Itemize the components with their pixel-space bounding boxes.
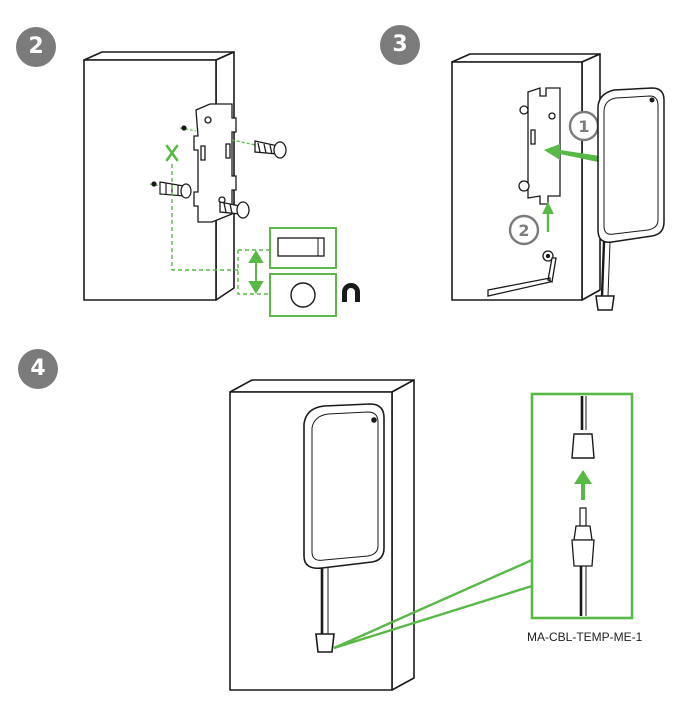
- step4-detail-box: [530, 392, 634, 620]
- step3-arrow-1: [544, 144, 600, 162]
- up-arrow-icon: [542, 202, 554, 232]
- cross-mark-icon: [165, 144, 179, 162]
- step3-screw: [542, 250, 554, 262]
- step2-leader-line: [171, 164, 238, 271]
- magnet-icon: [342, 283, 360, 302]
- step3-wall: [451, 53, 601, 301]
- step4-sensor: [303, 403, 385, 653]
- step3-callout-1: 1: [568, 110, 600, 142]
- step-badge-4: 4: [18, 349, 58, 389]
- callout-1-label: 1: [578, 117, 589, 136]
- step2-detail-box-slot: [269, 227, 337, 269]
- double-arrow-icon: [248, 250, 264, 294]
- step3-bracket: [518, 87, 561, 205]
- step2-detail-box-magnet: [269, 273, 337, 317]
- step3-hex-key: [487, 257, 557, 297]
- step3-callout-2: 2: [508, 214, 540, 246]
- step3-sensor: [595, 87, 665, 311]
- step2-bracket: [193, 103, 237, 223]
- step4-zoom-lines: [333, 558, 533, 650]
- step2-screw-top: [231, 139, 287, 159]
- cable-part-number: MA-CBL-TEMP-ME-1: [527, 630, 643, 644]
- step-badge-2: 2: [16, 27, 56, 67]
- step2-screw-bottom: [219, 201, 250, 219]
- step2-illustration: [83, 51, 360, 317]
- step-badge-3: 3: [380, 25, 420, 65]
- step3-illustration: 1 2: [451, 53, 665, 311]
- callout-2-label: 2: [518, 221, 529, 240]
- step4-illustration: [229, 379, 634, 691]
